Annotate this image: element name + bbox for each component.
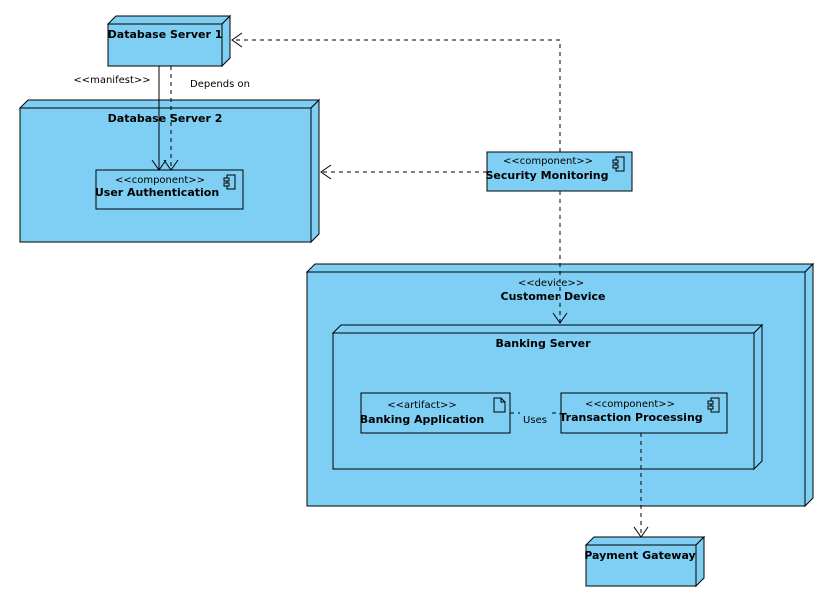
node-payment-gateway-name: Payment Gateway xyxy=(584,549,695,562)
edge-security-to-db1 xyxy=(231,32,561,152)
artifact-banking-application[interactable]: <<artifact>> Banking Application xyxy=(360,392,511,434)
node-database-server-1-name: Database Server 1 xyxy=(108,28,223,41)
component-icon xyxy=(612,156,625,172)
component-icon xyxy=(223,174,236,190)
edge-uses-label: Uses xyxy=(523,415,547,426)
edge-manifest: <<manifest>> xyxy=(73,66,167,171)
edge-depends-on: Depends on xyxy=(163,66,250,171)
edge-security-to-banking-server xyxy=(552,191,568,324)
component-security-monitoring-name: Security Monitoring xyxy=(485,169,608,182)
node-customer-device-stereotype: <<device>> xyxy=(518,278,584,289)
component-user-authentication-stereotype: <<component>> xyxy=(115,175,205,186)
edge-uses: Uses xyxy=(510,412,561,426)
node-payment-gateway[interactable]: Payment Gateway xyxy=(584,535,706,588)
component-user-authentication-name: User Authentication xyxy=(95,186,219,199)
node-database-server-2-name: Database Server 2 xyxy=(108,112,223,125)
component-transaction-processing[interactable]: <<component>> Transaction Processing xyxy=(559,392,728,434)
artifact-banking-application-name: Banking Application xyxy=(360,413,484,426)
component-security-monitoring[interactable]: <<component>> Security Monitoring xyxy=(485,151,633,192)
node-database-server-1[interactable]: Database Server 1 xyxy=(106,14,232,68)
edge-security-to-db2 xyxy=(320,164,487,180)
artifact-document-icon xyxy=(493,397,506,413)
component-transaction-processing-stereotype: <<component>> xyxy=(585,399,675,410)
edge-manifest-label: <<manifest>> xyxy=(73,75,150,86)
component-user-authentication[interactable]: <<component>> User Authentication xyxy=(95,169,244,210)
node-customer-device-name: Customer Device xyxy=(501,290,606,303)
edge-transaction-to-payment xyxy=(633,433,649,538)
edge-depends-on-label: Depends on xyxy=(190,79,250,90)
artifact-banking-application-stereotype: <<artifact>> xyxy=(387,400,457,411)
component-icon xyxy=(707,397,720,413)
component-security-monitoring-stereotype: <<component>> xyxy=(503,156,593,167)
component-transaction-processing-name: Transaction Processing xyxy=(559,411,702,424)
node-banking-server-name: Banking Server xyxy=(495,337,591,350)
